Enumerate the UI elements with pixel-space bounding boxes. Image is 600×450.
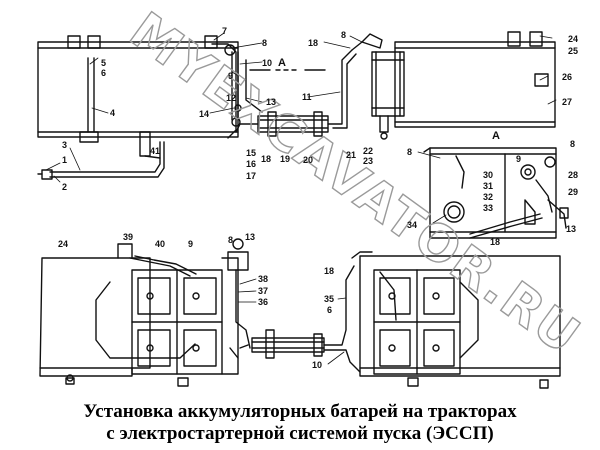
callout-5: 5 xyxy=(101,58,106,68)
callout-9-section: 9 xyxy=(516,154,521,164)
callout-33: 33 xyxy=(483,203,493,213)
bottom-right-battery-pair xyxy=(373,269,479,375)
right-battery-box xyxy=(394,31,556,128)
section-label-view: A xyxy=(492,130,500,142)
callout-35: 35 xyxy=(324,294,334,304)
relay-housing xyxy=(351,33,405,140)
callout-36: 36 xyxy=(258,297,268,307)
battery-installation-diagram: MYEXCAVATOR.RU A A 1 2 3 4 5 6 7 8 9 10 … xyxy=(37,0,592,389)
callout-8-section: 8 xyxy=(407,147,412,157)
callout-38: 38 xyxy=(258,274,268,284)
callout-14: 14 xyxy=(199,109,209,119)
callout-4: 4 xyxy=(110,108,115,118)
callout-1: 1 xyxy=(62,155,67,165)
callout-39: 39 xyxy=(123,232,133,242)
callout-22: 22 xyxy=(363,146,373,156)
callout-13-bottom: 13 xyxy=(245,232,255,242)
leader-lines xyxy=(45,32,557,365)
callout-23: 23 xyxy=(363,156,373,166)
callout-8-bottom: 8 xyxy=(228,235,233,245)
callout-41: 41 xyxy=(150,146,160,156)
callout-7: 7 xyxy=(222,26,227,36)
callout-8-right: 8 xyxy=(570,139,575,149)
callout-3: 3 xyxy=(62,140,67,150)
callout-31: 31 xyxy=(483,181,493,191)
callout-11: 11 xyxy=(302,92,312,102)
left-battery-box xyxy=(37,35,239,159)
callout-21: 21 xyxy=(346,150,356,160)
callout-18-section: 18 xyxy=(490,237,500,247)
bottom-left-battery-pair xyxy=(95,255,223,375)
callout-15: 15 xyxy=(246,148,256,158)
callout-6-bottom: 6 xyxy=(327,305,332,315)
callout-18-bottom: 18 xyxy=(324,266,334,276)
callout-2: 2 xyxy=(62,182,67,192)
callout-12: 12 xyxy=(226,93,236,103)
callout-18-top: 18 xyxy=(261,154,271,164)
callout-9-top: 9 xyxy=(228,71,233,81)
caption-line-1: Установка аккумуляторных батарей на трак… xyxy=(83,401,517,422)
callout-24-bottom: 24 xyxy=(58,239,68,249)
central-cable-assembly xyxy=(235,49,357,137)
section-a-view xyxy=(423,147,569,239)
callout-28: 28 xyxy=(568,170,578,180)
callout-17: 17 xyxy=(246,171,256,181)
callout-34: 34 xyxy=(407,220,417,230)
callout-24-top: 24 xyxy=(568,34,578,44)
callout-27: 27 xyxy=(562,97,572,107)
callout-32: 32 xyxy=(483,192,493,202)
callout-18-mid: 18 xyxy=(308,38,318,48)
callout-13-section: 13 xyxy=(566,224,576,234)
callout-16: 16 xyxy=(246,159,256,169)
callout-10-top: 10 xyxy=(262,58,272,68)
watermark: MYEXCAVATOR.RU xyxy=(119,0,592,366)
input-cable xyxy=(37,141,165,180)
bottom-cable-run xyxy=(239,251,373,373)
bottom-left-bracket xyxy=(221,238,251,375)
callout-25: 25 xyxy=(568,46,578,56)
callout-20: 20 xyxy=(303,155,313,165)
callout-26: 26 xyxy=(562,72,572,82)
callout-29: 29 xyxy=(568,187,578,197)
callout-8-mid: 8 xyxy=(341,30,346,40)
callout-40: 40 xyxy=(155,239,165,249)
callout-9-bottom: 9 xyxy=(188,239,193,249)
callout-30: 30 xyxy=(483,170,493,180)
callout-37: 37 xyxy=(258,286,268,296)
callout-13-top: 13 xyxy=(266,97,276,107)
callout-19: 19 xyxy=(280,154,290,164)
callout-10-bottom: 10 xyxy=(312,360,322,370)
caption-line-2: с электростартерной системой пуска (ЭССП… xyxy=(106,423,494,444)
section-label-top: A xyxy=(278,57,286,69)
watermark-text: MYEXCAVATOR.RU xyxy=(119,1,591,366)
callout-6: 6 xyxy=(101,68,106,78)
callout-8-top: 8 xyxy=(262,38,267,48)
